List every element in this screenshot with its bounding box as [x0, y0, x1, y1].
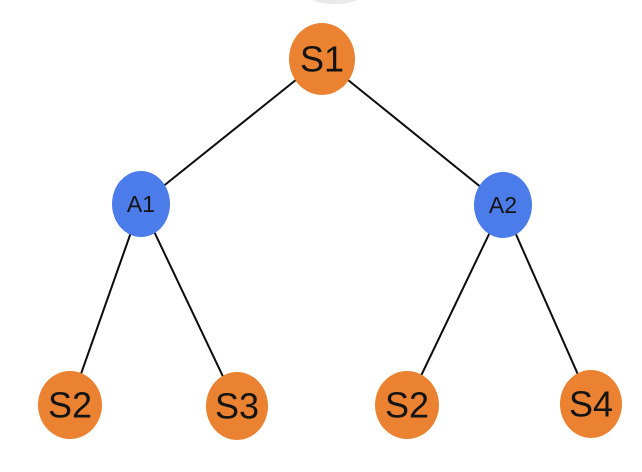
edge-a1-s2l: [69, 203, 142, 406]
node-s1: S1: [289, 23, 355, 95]
state-node-shape: [38, 371, 102, 439]
node-label: S3: [215, 386, 259, 427]
state-node-shape: [375, 371, 439, 439]
action-node-shape: [474, 172, 532, 238]
top-edge-artifact: [312, 0, 358, 4]
node-label: S2: [48, 385, 92, 426]
state-node-shape: [560, 370, 622, 438]
node-a2: A2: [474, 172, 532, 238]
edge-a2-s4: [502, 204, 592, 405]
node-label: A2: [489, 192, 517, 218]
edge-a2-s2r: [406, 204, 504, 406]
state-node-shape: [289, 23, 355, 95]
state-node-shape: [206, 372, 268, 440]
edge-s1-a2: [321, 58, 504, 206]
node-s2l: S2: [38, 371, 102, 439]
edge-a1-s3: [140, 203, 238, 407]
node-s3: S3: [206, 372, 268, 440]
action-node-shape: [112, 171, 170, 237]
node-label: S1: [300, 39, 344, 80]
edge-s1-a1: [140, 58, 323, 205]
node-s4: S4: [560, 370, 622, 438]
node-label: S2: [385, 385, 429, 426]
edges-layer: [69, 58, 592, 407]
node-s2r: S2: [375, 371, 439, 439]
node-label: S4: [569, 384, 613, 425]
node-label: A1: [127, 191, 155, 217]
node-a1: A1: [112, 171, 170, 237]
